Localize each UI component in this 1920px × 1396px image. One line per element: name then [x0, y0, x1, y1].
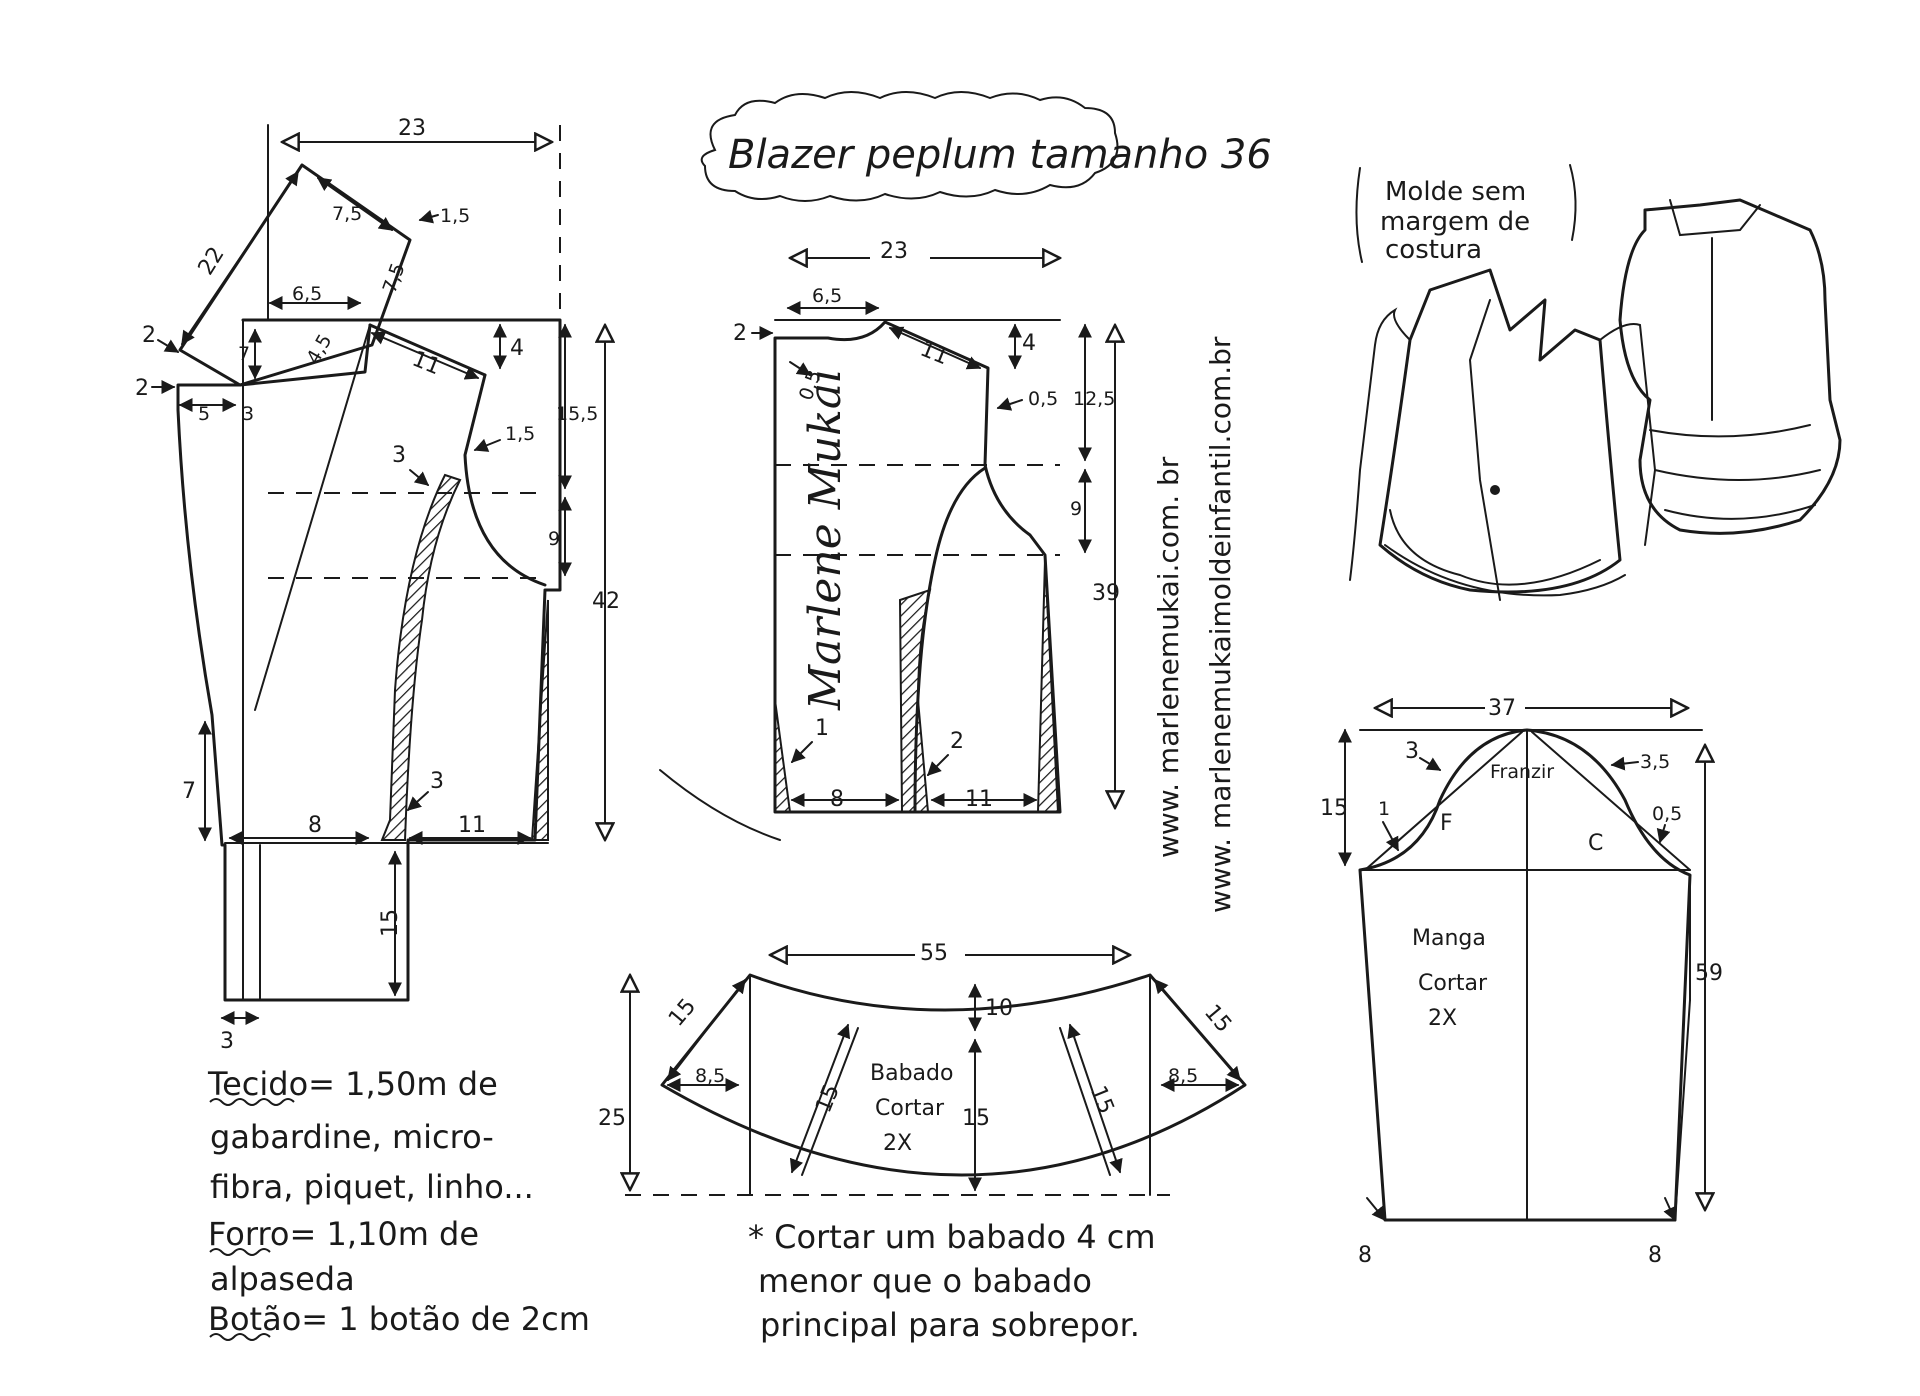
ruffle-note-line-1: * Cortar um babado 4 cm: [748, 1218, 1156, 1256]
front-hem-7-label: 7: [182, 779, 196, 804]
front-shoulder-drop-label: 4: [510, 336, 524, 361]
collar-1-5-label: 1,5: [440, 205, 470, 227]
front-width-label: 23: [398, 116, 426, 141]
back-shoulder-drop-label: 4: [1022, 331, 1036, 356]
corner-note-line-3: costura: [1385, 235, 1482, 265]
sleeve-hem-8-right-label: 8: [1648, 1243, 1662, 1268]
signature: Marlene Mukai: [659, 369, 851, 841]
ruffle-drop-10-label: 10: [985, 996, 1013, 1021]
website-links: www. marlenemukai.com. br www. marlenemu…: [1152, 336, 1237, 913]
website-2: www. marlenemukaimoldeinfantil.com.br: [1204, 336, 1237, 913]
ruffle-pattern: 55 10 15 15 8,5 8,5 25 15 15 15 Babado C…: [598, 935, 1247, 1196]
ruffle-inset-left-label: 8,5: [695, 1065, 725, 1087]
front-facing-3-label: 3: [220, 1029, 234, 1054]
ruffle-label-2: Cortar: [875, 1096, 945, 1121]
collar-length-label: 22: [194, 243, 230, 280]
title-cloud: Blazer peplum tamanho 36: [700, 91, 1272, 202]
sleeve-cap-15-label: 15: [1320, 796, 1348, 821]
back-dart-2-label: 2: [950, 729, 964, 754]
front-ext-15-label: 15: [378, 909, 403, 937]
sleeve-label-2: Cortar: [1418, 971, 1488, 996]
sleeve-length-59-label: 59: [1695, 961, 1723, 986]
front-waist-11-label: 11: [458, 813, 486, 838]
ruffle-note-line-3: principal para sobrepor.: [760, 1306, 1140, 1344]
back-waist-8-label: 8: [830, 787, 844, 812]
ruffle-center-15-label: 15: [962, 1106, 990, 1131]
back-height-12-5-label: 12,5: [1073, 388, 1115, 410]
back-width-label: 23: [880, 239, 908, 264]
ruffle-note: * Cortar um babado 4 cm menor que o baba…: [748, 1218, 1156, 1344]
armhole-1-5-label: 1,5: [505, 423, 535, 445]
sleeve-hem-8-left-label: 8: [1358, 1243, 1372, 1268]
page-title: Blazer peplum tamanho 36: [728, 132, 1272, 178]
back-neck-width-label: 6,5: [812, 285, 842, 307]
website-1: www. marlenemukai.com. br: [1152, 456, 1185, 858]
sleeve-cap-1-label: 1: [1378, 798, 1390, 820]
ruffle-side-15-right-label: 15: [1199, 1000, 1236, 1038]
back-dart-1-label: 1: [815, 716, 829, 741]
front-dart-3-label: 3: [430, 769, 444, 794]
ruffle-slash-left-label: 15: [811, 1081, 845, 1116]
sleeve-front-mark: F: [1440, 811, 1453, 836]
corner-note: Molde sem margem de costura: [1355, 164, 1577, 265]
lapel-4-5-label: 4,5: [302, 331, 336, 368]
blazer-sketch: [1349, 198, 1842, 601]
sleeve-back-mark: C: [1588, 831, 1603, 856]
sleeve-cap-3-label: 3: [1405, 739, 1419, 764]
signature-text: Marlene Mukai: [800, 369, 851, 711]
materials-line-2: gabardine, micro-: [210, 1118, 494, 1156]
front-armhole-9-label: 9: [548, 528, 560, 550]
collar-side-label: 7,5: [379, 260, 410, 296]
front-total-42-label: 42: [592, 589, 620, 614]
front-bodice-pattern: 23 22 7,5 1,5 7,5 6,5 11 4: [135, 116, 620, 1054]
back-left-2-label: 2: [733, 321, 747, 346]
back-bodice-pattern: 23 6,5 2 11 4 0,5 0,5 12,5 9 39 1 2 8: [733, 236, 1120, 814]
ruffle-width-label: 55: [920, 941, 948, 966]
sleeve-pattern: 37 3 3,5 Franzir 15 1 0,5 F C 59 8 8 Man…: [1320, 690, 1723, 1268]
corner-note-line-1: Molde sem: [1385, 177, 1526, 207]
ruffle-note-line-2: menor que o babado: [758, 1262, 1092, 1300]
front-left-2-mid-label: 2: [135, 376, 149, 401]
back-armhole-9-label: 9: [1070, 498, 1082, 520]
ruffle-height-25-label: 25: [598, 1106, 626, 1131]
front-waist-8-label: 8: [308, 813, 322, 838]
armhole-3-label: 3: [392, 443, 406, 468]
lapel-5-label: 5: [198, 403, 210, 425]
back-waist-11-label: 11: [965, 787, 993, 812]
ruffle-side-15-left-label: 15: [664, 994, 701, 1032]
sleeve-cap-3-5-label: 3,5: [1640, 751, 1670, 773]
materials-line-6: Botão= 1 botão de 2cm: [208, 1300, 590, 1338]
collar-top-label: 7,5: [332, 203, 362, 225]
materials-note: Tecido= 1,50m de gabardine, micro- fibra…: [207, 1065, 590, 1341]
sleeve-gather-label: Franzir: [1490, 761, 1554, 783]
front-height-15-5-label: 15,5: [556, 403, 598, 425]
ruffle-inset-right-label: 8,5: [1168, 1065, 1198, 1087]
ruffle-slash-right-label: 15: [1085, 1082, 1119, 1117]
lapel-3-label: 3: [242, 403, 254, 425]
front-neck-width-label: 6,5: [292, 283, 322, 305]
front-left-2-top-label: 2: [142, 323, 156, 348]
materials-line-5: alpaseda: [210, 1260, 355, 1298]
back-total-39-label: 39: [1092, 581, 1120, 606]
sleeve-width-label: 37: [1488, 696, 1516, 721]
ruffle-label-3: 2X: [883, 1131, 912, 1156]
materials-line-4: Forro= 1,10m de: [208, 1215, 479, 1253]
materials-line-1: Tecido= 1,50m de: [207, 1065, 498, 1103]
ruffle-label-1: Babado: [870, 1061, 953, 1086]
back-arm-0-5-label: 0,5: [1028, 388, 1058, 410]
sleeve-label-3: 2X: [1428, 1006, 1457, 1031]
front-neck-drop-label: 7: [238, 343, 250, 365]
corner-note-line-2: margem de: [1380, 207, 1530, 237]
materials-line-3: fibra, piquet, linho...: [210, 1168, 534, 1206]
sleeve-cap-0-5-label: 0,5: [1652, 803, 1682, 825]
sleeve-label-1: Manga: [1412, 926, 1486, 951]
